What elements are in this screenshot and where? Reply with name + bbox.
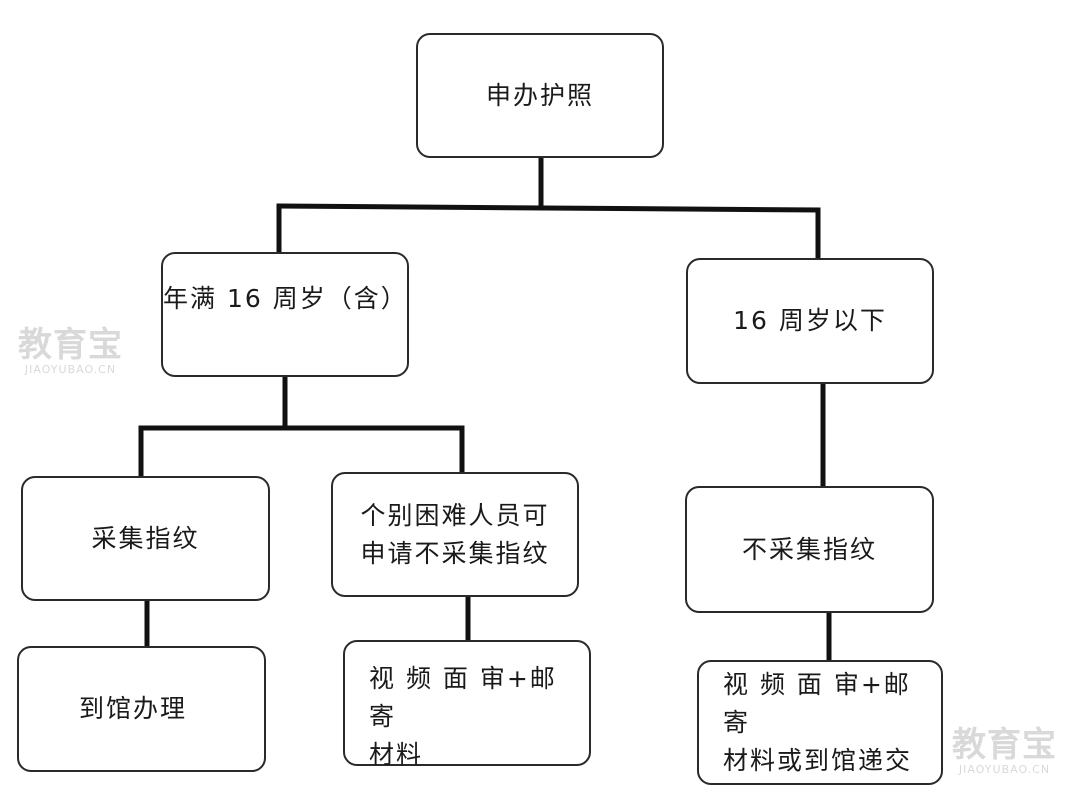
watermark-left-url: JIAOYUBAO.CN [24, 363, 117, 376]
node-fingerprint-exemption: 个别困难人员可 申请不采集指纹 [331, 472, 579, 597]
node-under-16-label: 16 周岁以下 [733, 306, 887, 335]
node-collect-fingerprint-label: 采集指纹 [91, 523, 200, 553]
node-no-fingerprint-label: 不采集指纹 [741, 534, 877, 564]
node-under-16: 16 周岁以下 [686, 258, 934, 384]
node-apply-passport: 申办护照 [416, 33, 664, 158]
node-visit-office: 到馆办理 [17, 646, 266, 772]
node-age-16-plus-label: 年满 16 周岁（含） [163, 284, 408, 313]
watermark-left: 教育宝 JIAOYUBAO.CN [18, 326, 123, 376]
node-video-review-mail: 视 频 面 审+邮 寄 材料 [343, 640, 591, 769]
node-video-review-mail-label: 视 频 面 审+邮 寄 材料 [369, 664, 557, 769]
watermark-right-url: JIAOYUBAO.CN [958, 763, 1051, 776]
watermark-left-brand: 教育宝 [18, 325, 123, 365]
node-no-fingerprint: 不采集指纹 [685, 486, 934, 613]
node-video-review-mail-or-visit: 视 频 面 审+邮 寄 材料或到馆递交 [697, 660, 943, 785]
node-video-review-mail-or-visit-label: 视 频 面 审+邮 寄 材料或到馆递交 [723, 669, 913, 775]
node-visit-office-label: 到馆办理 [79, 694, 188, 723]
node-collect-fingerprint: 采集指纹 [21, 476, 270, 601]
watermark-right: 教育宝 JIAOYUBAO.CN [952, 726, 1057, 776]
node-age-16-plus: 年满 16 周岁（含） [161, 252, 409, 377]
connector-level1-bar [276, 203, 821, 213]
node-fingerprint-exemption-label: 个别困难人员可 申请不采集指纹 [360, 500, 550, 568]
watermark-right-brand: 教育宝 [952, 725, 1057, 765]
node-apply-passport-label: 申办护照 [485, 80, 594, 110]
